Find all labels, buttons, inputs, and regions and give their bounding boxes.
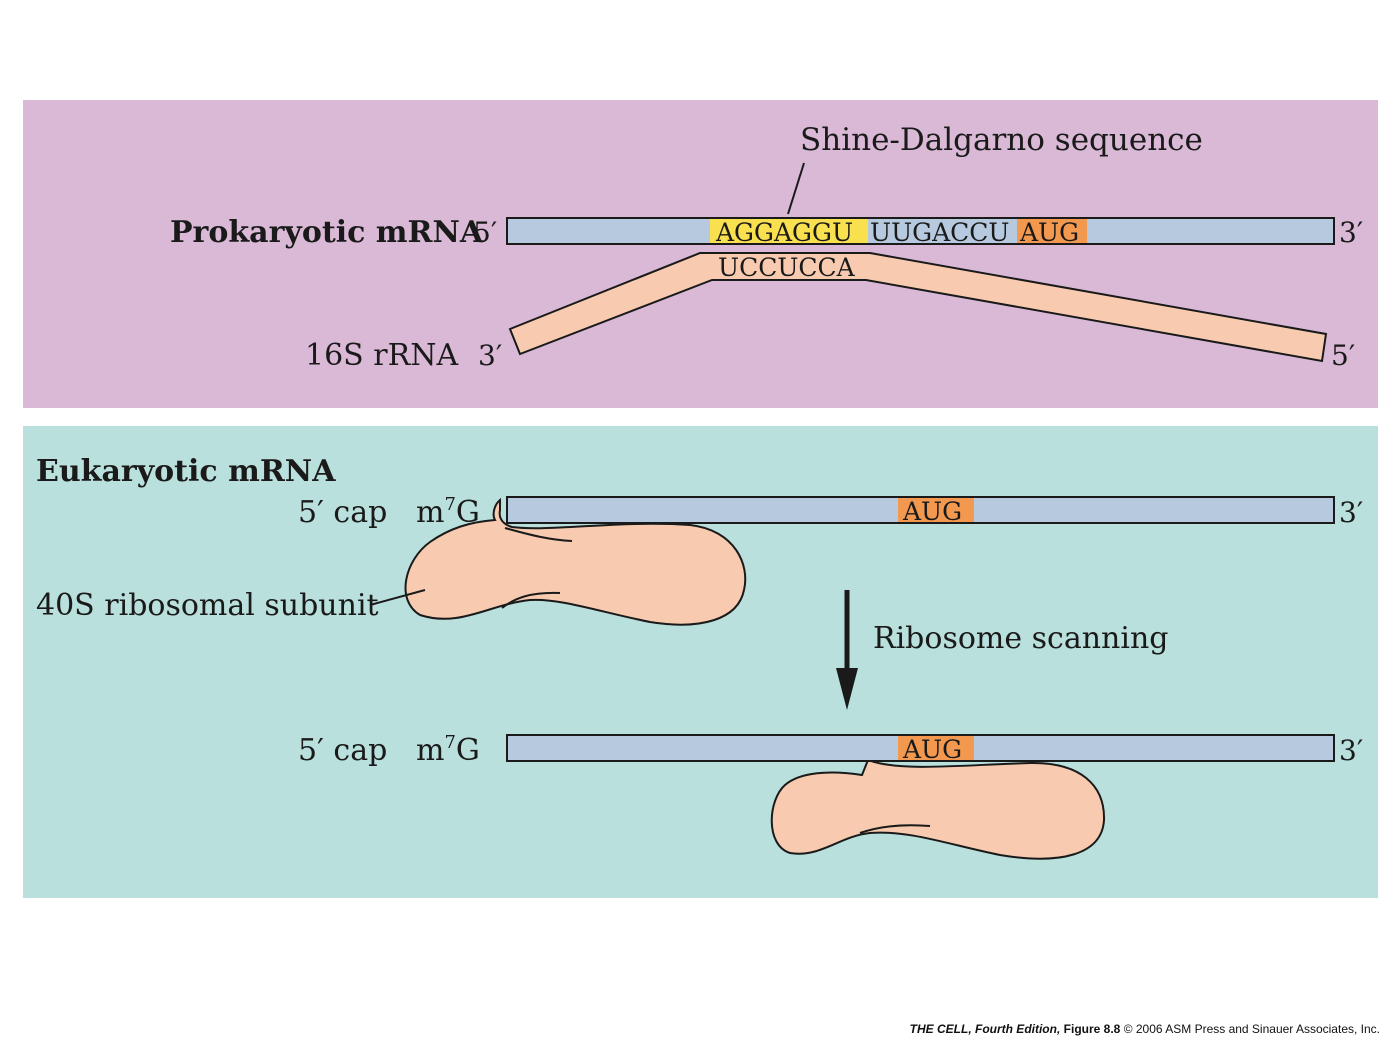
aug-highlight-bottom — [898, 736, 974, 760]
rrna-16s-strand — [508, 252, 1328, 363]
prokaryote-mrna-5prime: 5′ — [473, 216, 497, 249]
aug-highlight-top — [898, 498, 974, 522]
ribosome-label: 40S ribosomal subunit — [36, 588, 379, 623]
ribosome-cleft-line — [504, 527, 573, 542]
rrna-label: 16S rRNA — [305, 338, 458, 373]
ribosome-40s-at-cap — [404, 497, 747, 626]
callout-leader-line — [787, 162, 805, 215]
mrna-seq-spacer: UUGACCU — [870, 218, 1010, 247]
m7g-bottom: m7G — [416, 732, 480, 768]
prokaryote-mrna-label: Prokaryotic mRNA — [170, 215, 484, 250]
rrna-sequence: UCCUCCA — [718, 253, 856, 282]
cap-label-top: 5′ cap — [298, 495, 387, 530]
eukaryote-3prime-top: 3′ — [1339, 496, 1363, 529]
figure-credit: THE CELL, Fourth Edition, Figure 8.8 © 2… — [910, 1022, 1380, 1036]
eukaryote-title: Eukaryotic mRNA — [36, 454, 336, 489]
mrna-seq-sd: AGGAGGU — [715, 218, 853, 247]
credit-book: THE CELL, Fourth Edition, — [909, 1022, 1061, 1036]
scanning-label: Ribosome scanning — [873, 621, 1169, 656]
m7g-top: m7G — [416, 494, 480, 530]
aug-bottom: AUG — [902, 735, 962, 764]
credit-copyright: © 2006 ASM Press and Sinauer Associates,… — [1123, 1022, 1380, 1036]
eukaryote-3prime-bottom: 3′ — [1339, 734, 1363, 767]
shine-dalgarno-callout: Shine-Dalgarno sequence — [800, 122, 1203, 158]
rrna-5prime: 5′ — [1331, 339, 1355, 372]
prokaryote-mrna-3prime: 3′ — [1339, 216, 1363, 249]
ribosome-fold-line-bottom — [859, 824, 931, 834]
shine-dalgarno-highlight — [710, 219, 868, 243]
credit-figure: Figure 8.8 — [1063, 1022, 1121, 1036]
aug-highlight-prokaryote — [1017, 219, 1087, 243]
mrna-seq-aug: AUG — [1019, 218, 1079, 247]
ribosome-leader-line — [369, 589, 426, 606]
ribosome-40s-at-aug — [770, 758, 1106, 860]
cap-label-bottom: 5′ cap — [298, 733, 387, 768]
prokaryote-mrna-strand — [506, 217, 1335, 245]
rrna-3prime: 3′ — [478, 339, 502, 372]
scanning-arrow-head — [836, 668, 858, 710]
ribosome-fold-line — [501, 591, 561, 609]
aug-top: AUG — [902, 497, 962, 526]
